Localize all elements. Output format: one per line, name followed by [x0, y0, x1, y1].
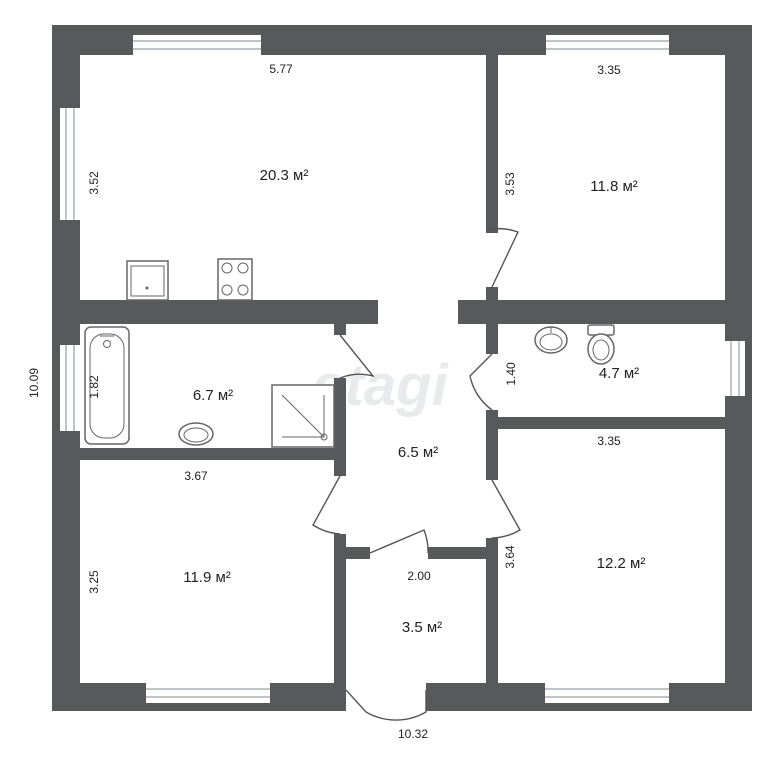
wall-bedroom-toilet [458, 300, 725, 324]
door-vestibule [369, 529, 429, 554]
toilet-bowl-icon [587, 324, 615, 365]
door-toilet [469, 353, 493, 411]
dim-bedroom-bl-width: 3.67 [184, 469, 208, 483]
wall-living-bedroom-upper [486, 55, 498, 233]
wall-hall-vestibule-left [346, 547, 370, 559]
door-entrance [345, 689, 427, 721]
wall-bedroom-vestibule [334, 534, 346, 684]
wall-hall-toilet-upper [486, 324, 498, 354]
door-bedroom-bl [312, 475, 341, 535]
area-bedroom-bottom-right: 12.2 м² [597, 555, 646, 572]
kitchen-sink-icon [126, 260, 169, 301]
wall-bath-hall-lower [334, 378, 346, 476]
dim-vestibule-width: 2.00 [407, 569, 431, 583]
area-toilet: 4.7 м² [599, 365, 639, 382]
dim-toilet-height: 1.40 [504, 362, 518, 386]
window-top-right [546, 35, 669, 55]
window-bottom-left [146, 683, 270, 703]
dim-living-height: 3.52 [87, 171, 101, 195]
dim-bedroom-tr-width: 3.35 [597, 63, 621, 77]
dim-living-width: 5.77 [269, 62, 293, 76]
bathtub-icon [84, 326, 130, 445]
area-living-kitchen: 20.3 м² [260, 167, 309, 184]
room-labels: 20.3 м² 11.8 м² 6.7 м² 4.7 м² 6.5 м² 11.… [183, 167, 645, 636]
doors [312, 227, 521, 721]
window-left-upper [60, 108, 80, 220]
area-hall: 6.5 м² [398, 444, 438, 461]
wall-bath-hall-upper [334, 320, 346, 335]
wall-toilet-bedroom [486, 417, 725, 429]
wall-hall-vestibule-right [428, 547, 486, 559]
area-bedroom-top-right: 11.8 м² [590, 178, 638, 195]
area-bedroom-bottom-left: 11.9 м² [183, 569, 231, 586]
window-left-bath [60, 345, 80, 431]
dim-total-height: 10.09 [27, 368, 41, 398]
door-bathroom [339, 334, 375, 379]
wall-living-bedroom-lower [486, 287, 498, 300]
dim-total-width: 10.32 [398, 727, 428, 741]
washbasin-toilet-icon [534, 326, 568, 354]
washbasin-bath-icon [178, 422, 214, 446]
dim-bedroom-tr-height: 3.53 [503, 172, 517, 196]
door-bedroom-br [491, 479, 521, 539]
dim-bedroom-br-height: 3.64 [503, 545, 517, 569]
shower-icon [271, 384, 335, 448]
windows [60, 35, 745, 703]
window-top-left [133, 35, 261, 55]
wall-living-bath [80, 300, 378, 324]
dim-bedroom-br-width: 3.35 [597, 434, 621, 448]
interior-walls [80, 55, 725, 684]
window-right-toilet [725, 341, 745, 396]
dimension-labels: 5.77 3.35 3.35 3.67 2.00 10.32 3.52 3.53… [27, 62, 621, 741]
wall-vestibule-bedroom [486, 538, 498, 684]
entrance-opening [346, 683, 426, 711]
area-bathroom: 6.7 м² [193, 387, 233, 404]
dim-bedroom-bl-height: 3.25 [87, 570, 101, 594]
stove-icon [217, 258, 253, 301]
window-bottom-right [545, 683, 669, 703]
area-vestibule: 3.5 м² [402, 619, 442, 636]
wall-bath-bedroom [80, 448, 346, 460]
dim-bathroom-height: 1.82 [87, 375, 101, 399]
door-bedroom-tr [491, 227, 519, 288]
